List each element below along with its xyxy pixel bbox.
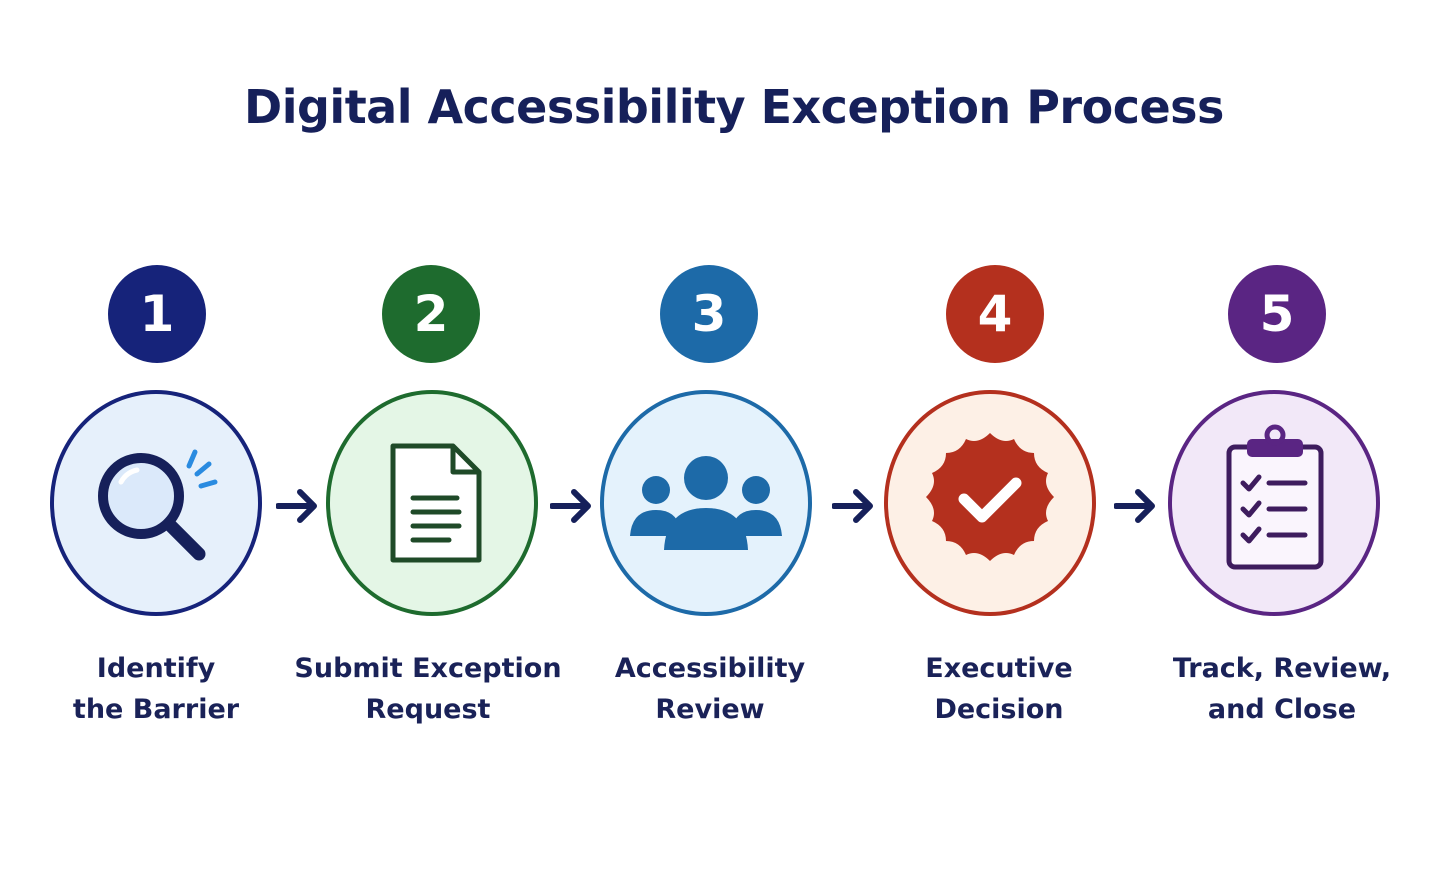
magnifier-icon: [98, 449, 218, 561]
checklist-clipboard-icon: [1226, 424, 1324, 570]
step-icon-circle: [884, 390, 1096, 616]
step-number-badge: 3: [660, 265, 758, 363]
step-icon-circle: [326, 390, 538, 616]
step-1: 1 Identify the Barrier: [6, 0, 306, 889]
step-icon-circle: [600, 390, 812, 616]
document-icon: [390, 443, 482, 563]
step-icon-circle: [1168, 390, 1380, 616]
step-label: Track, Review, and Close: [1172, 653, 1392, 725]
step-4: 4 Executive Decision: [846, 0, 1146, 889]
step-number-badge: 1: [108, 265, 206, 363]
step-2: 2 Submit Exception Request: [282, 0, 582, 889]
step-label: Accessibility Review: [614, 653, 806, 725]
arrow-right-icon: [831, 486, 876, 526]
step-number-badge: 5: [1228, 265, 1326, 363]
arrow-right-icon: [275, 486, 320, 526]
step-5: 5 Track, Review, and Close: [1130, 0, 1430, 889]
step-label: Executive Decision: [925, 653, 1073, 725]
step-number-badge: 2: [382, 265, 480, 363]
approval-seal-icon: [926, 433, 1054, 561]
arrow-right-icon: [549, 486, 594, 526]
arrow-right-icon: [1113, 486, 1158, 526]
people-icon: [630, 456, 782, 550]
step-3: 3 Accessibility Review: [560, 0, 860, 889]
step-icon-circle: [50, 390, 262, 616]
step-label: Submit Exception Request: [294, 653, 562, 725]
page-title: Digital Accessibility Exception Process: [244, 80, 1224, 134]
step-number-badge: 4: [946, 265, 1044, 363]
step-label: Identify the Barrier: [72, 653, 240, 725]
